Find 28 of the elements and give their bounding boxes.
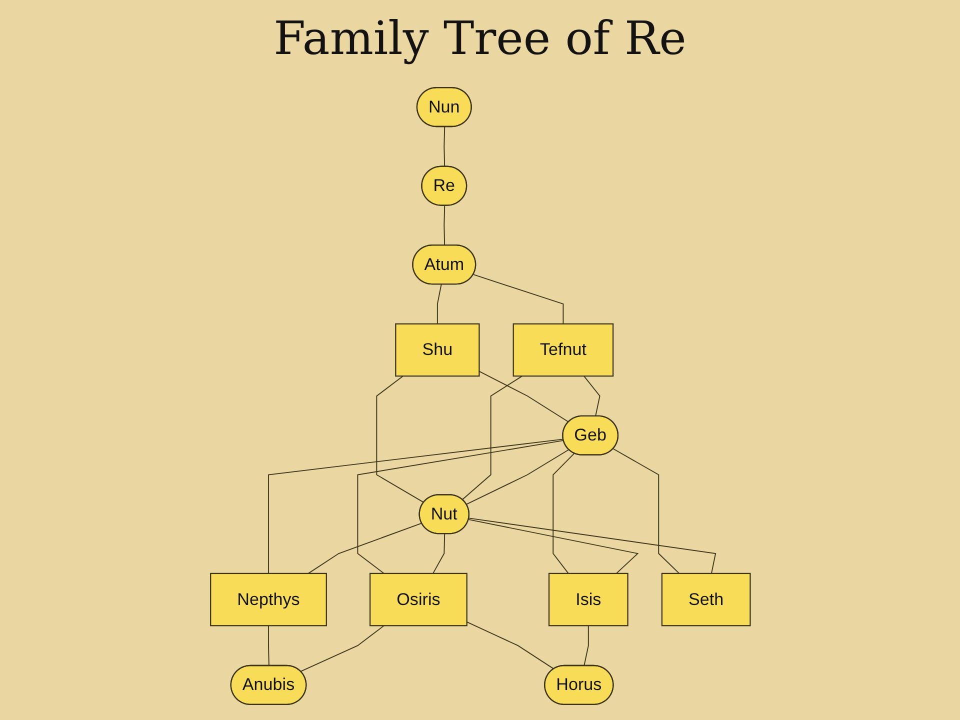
connector [376,376,424,504]
node-box: Nepthys [210,572,327,626]
title: Family Tree of Re [274,10,686,67]
connector [468,519,638,574]
connector [466,621,554,670]
connector [472,274,564,324]
connector [268,625,270,666]
connector [307,522,422,574]
connector [436,284,442,324]
node-box: Isis [548,572,628,626]
connector [583,376,600,417]
node-box: Tefnut [512,323,614,377]
connector [300,625,384,672]
connector [583,625,588,666]
connector [466,449,569,505]
connector [268,438,564,574]
connector [612,448,680,574]
connector [356,440,564,574]
connector [443,126,445,168]
connector [478,370,569,423]
connector [432,534,445,574]
connector [443,205,445,246]
node-box: Osiris [369,572,468,626]
connector [468,518,716,574]
node-box: Shu [394,323,480,377]
connector [461,376,522,500]
connector [552,452,574,574]
node-box: Seth [660,572,750,626]
